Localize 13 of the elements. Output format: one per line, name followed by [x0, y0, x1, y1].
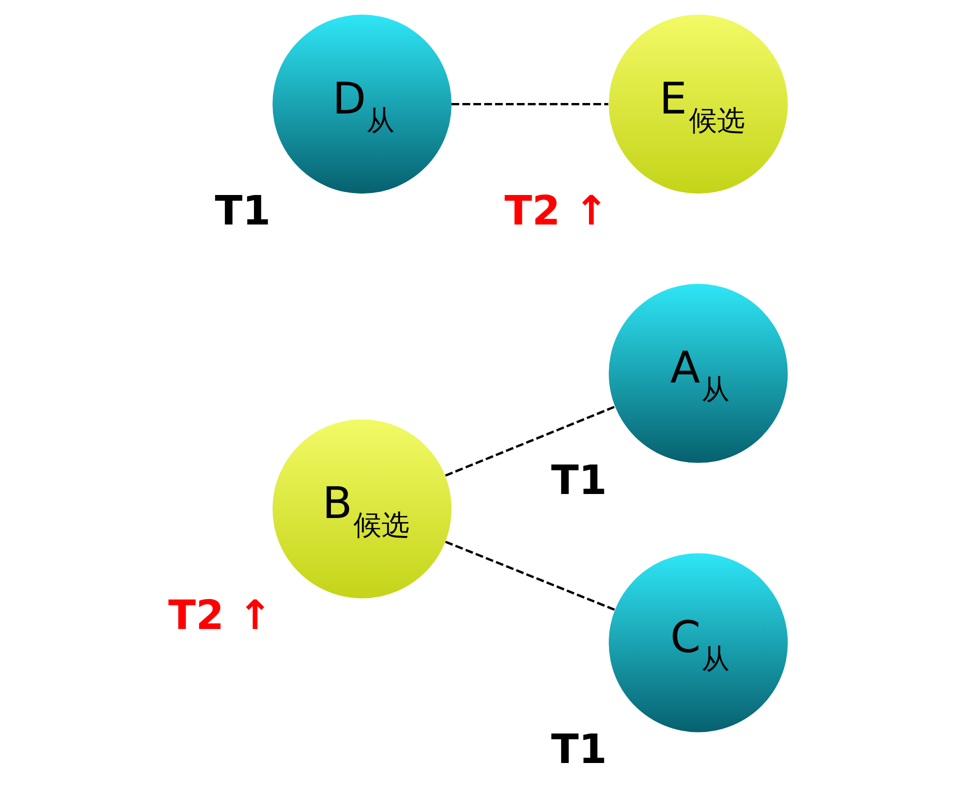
node-label: T1 [214, 186, 271, 234]
node-circle: C$_{从}$ [608, 553, 788, 732]
connector [445, 406, 616, 477]
connector [445, 540, 615, 611]
node-circle: E$_{候选}$ [608, 14, 788, 194]
node-circle: B$_{候选}$ [272, 419, 452, 598]
connector [452, 102, 608, 106]
node-circle: D$_{从}$ [272, 14, 452, 194]
node-circle: A$_{从}$ [608, 284, 788, 463]
node-label: T1 [551, 725, 607, 774]
node-label: T2 ↑ [504, 186, 608, 234]
node-label: T2 ↑ [168, 591, 272, 640]
node-label: T1 [551, 456, 607, 504]
